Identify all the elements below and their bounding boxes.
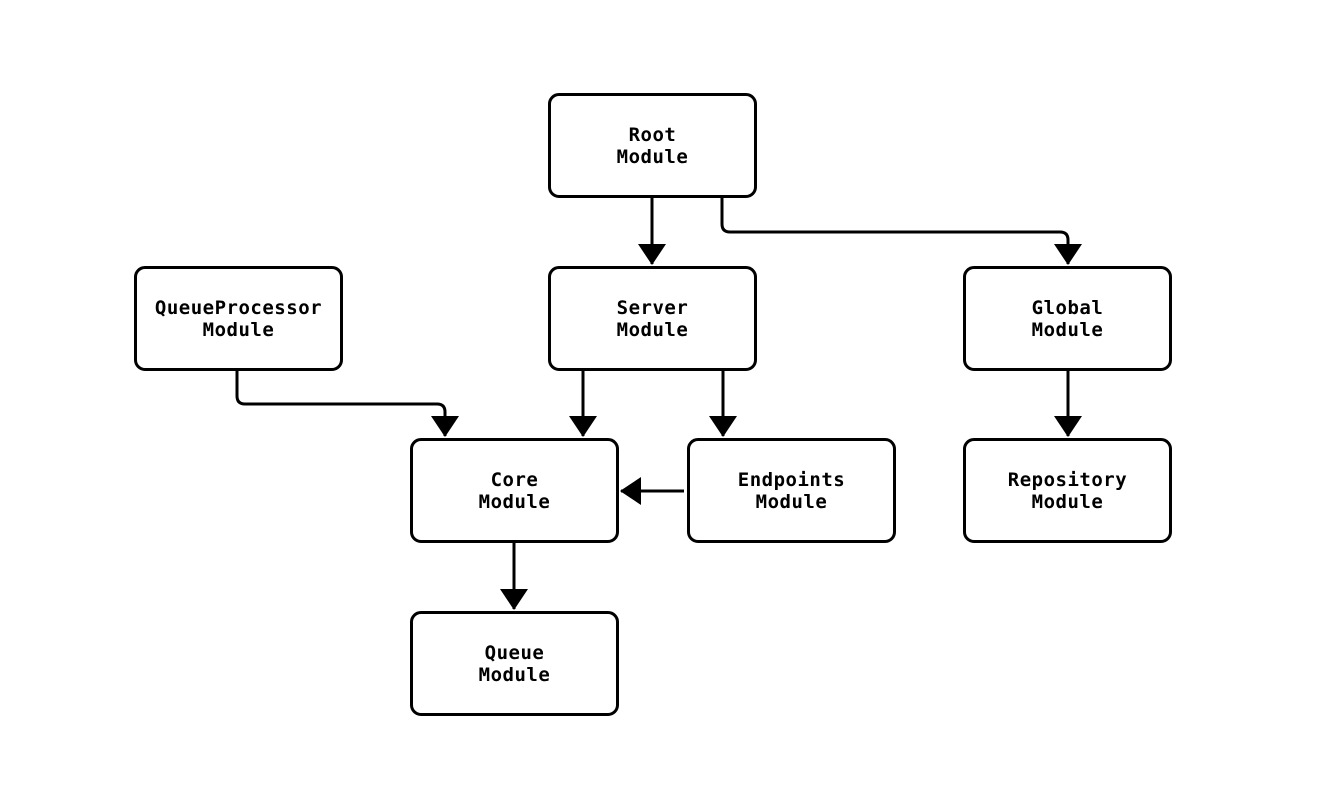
node-label-line: Global <box>1031 296 1104 319</box>
node-label-line: Server <box>616 296 689 319</box>
edge-queueprocessor-to-core <box>235 371 459 437</box>
node-core-module: Core Module <box>410 438 619 543</box>
node-label-line: Queue <box>484 641 545 664</box>
node-endpoints-module: Endpoints Module <box>687 438 896 543</box>
node-label-line: Module <box>616 145 689 168</box>
node-label-line: Module <box>202 318 275 341</box>
node-global-module: Global Module <box>963 266 1172 371</box>
node-queueprocessor-module: QueueProcessor Module <box>134 266 343 371</box>
node-queue-module: Queue Module <box>410 611 619 716</box>
node-repository-module: Repository Module <box>963 438 1172 543</box>
node-label-line: Module <box>1031 318 1104 341</box>
node-label-line: Module <box>755 490 828 513</box>
node-label-line: Module <box>1031 490 1104 513</box>
edge-root-to-global <box>720 198 1082 265</box>
node-label-line: Module <box>478 663 551 686</box>
node-label-line: Core <box>490 468 539 491</box>
node-label-line: QueueProcessor <box>154 296 323 319</box>
node-label-line: Module <box>616 318 689 341</box>
node-server-module: Server Module <box>548 266 757 371</box>
node-label-line: Endpoints <box>737 468 846 491</box>
node-label-line: Root <box>628 123 677 146</box>
node-root-module: Root Module <box>548 93 757 198</box>
node-label-line: Repository <box>1007 468 1128 491</box>
node-label-line: Module <box>478 490 551 513</box>
